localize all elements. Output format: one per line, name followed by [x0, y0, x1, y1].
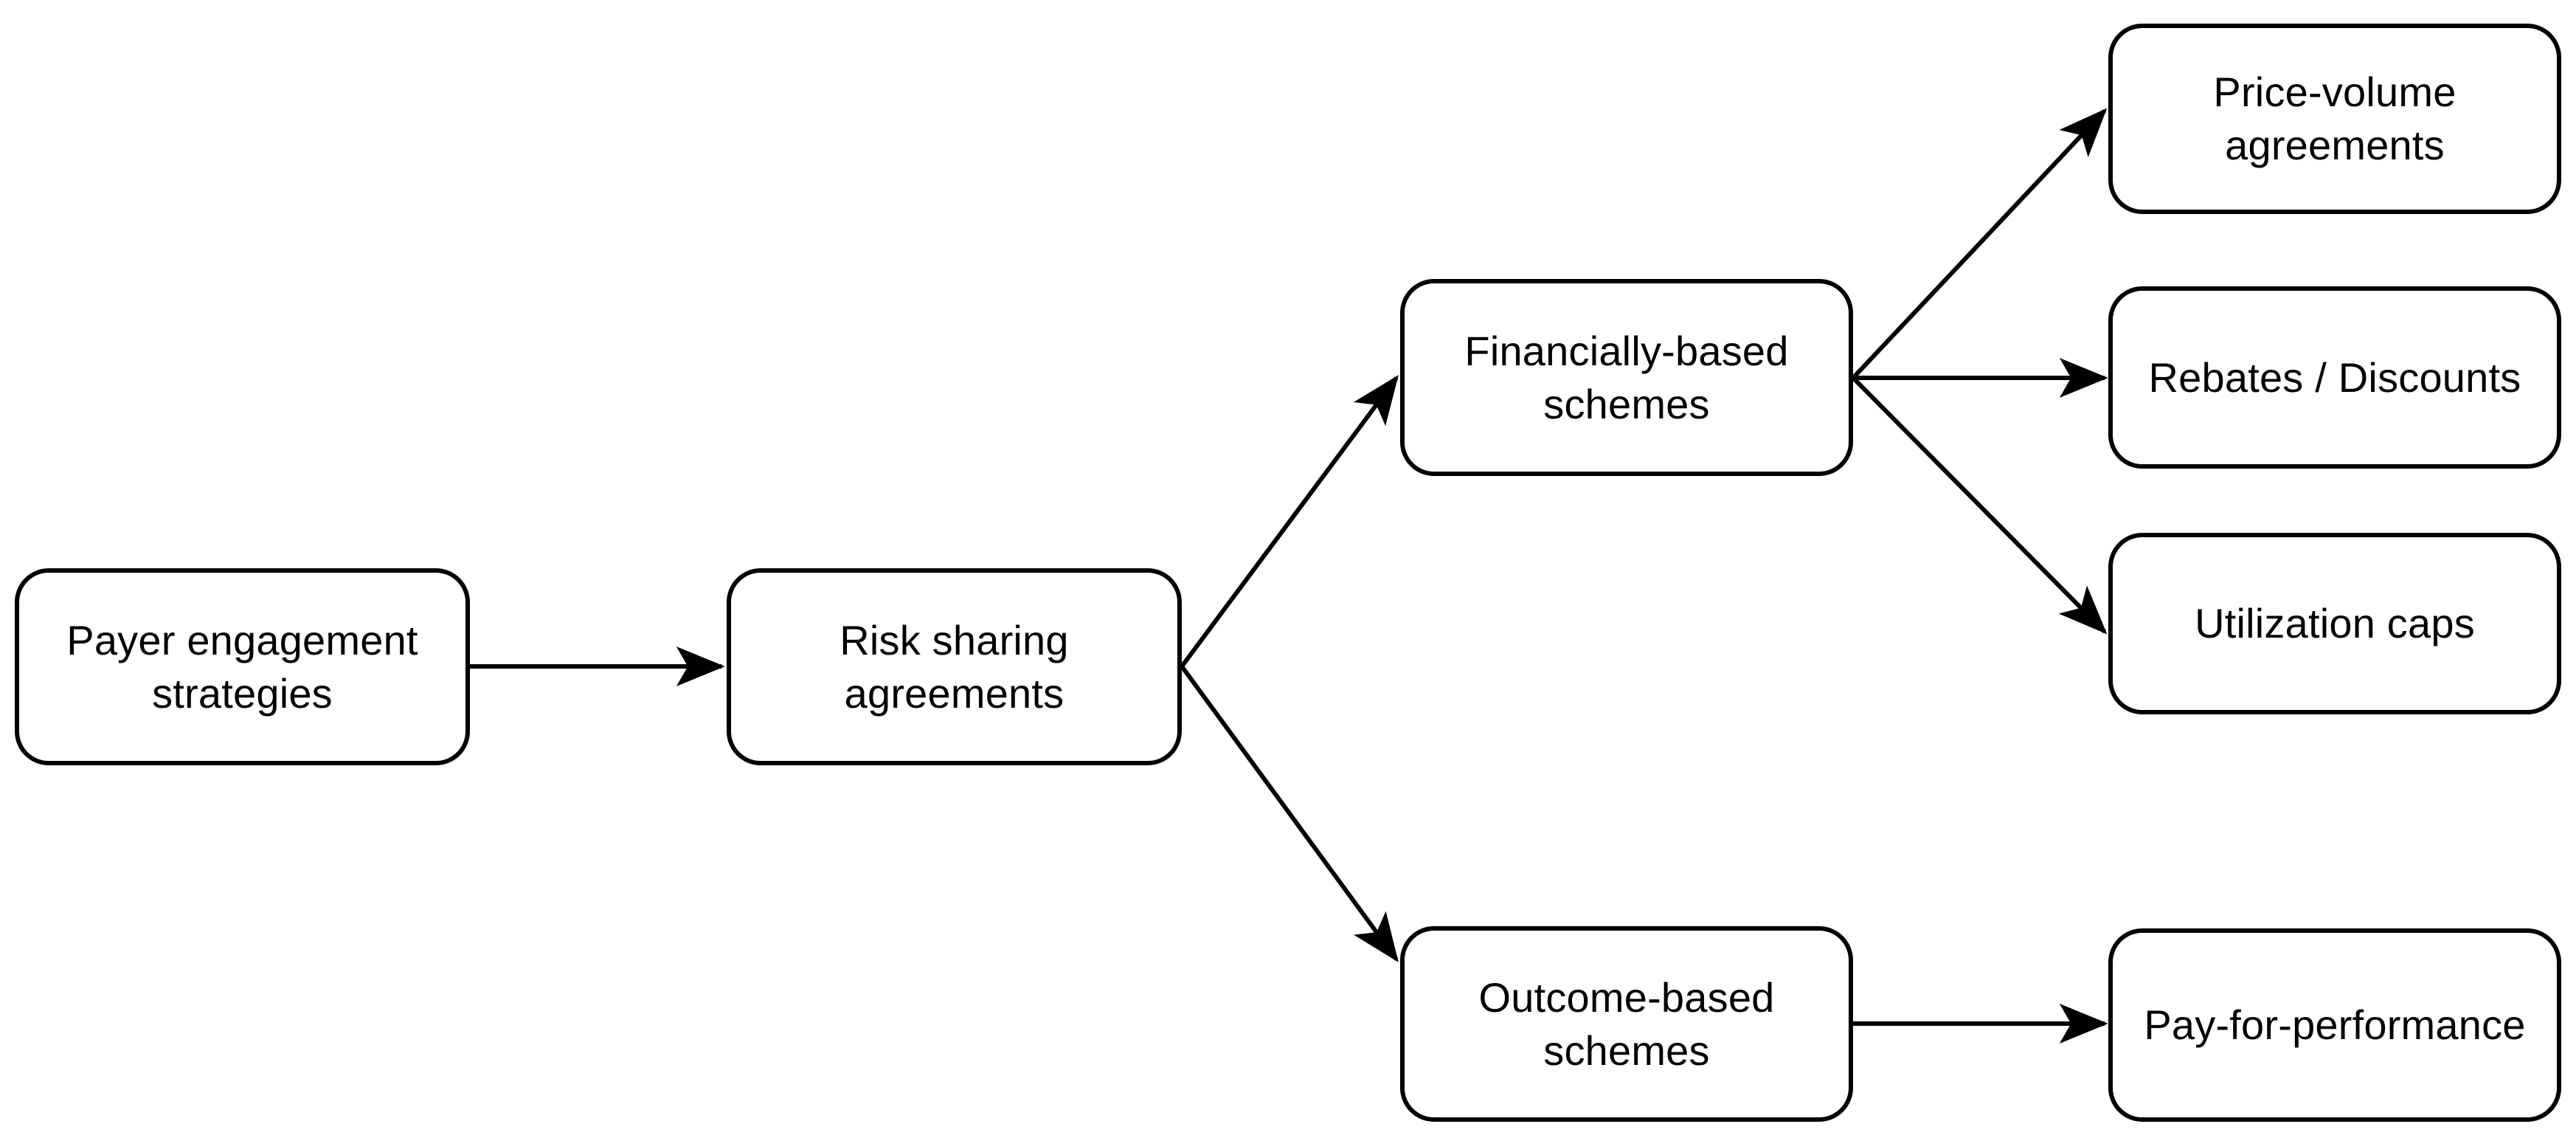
- node-outcome-based-schemes[interactable]: Outcome-based schemes: [1400, 926, 1853, 1122]
- node-label: Pay-for-performance: [2144, 1001, 2526, 1049]
- edge-financial-to-price-volume: [1851, 108, 2108, 380]
- node-label: Risk sharing agreements: [839, 616, 1069, 717]
- node-label: Outcome-based schemes: [1478, 973, 1775, 1074]
- edge-risk-to-outcome: [1180, 665, 1399, 962]
- node-price-volume-agreements[interactable]: Price-volume agreements: [2108, 24, 2561, 214]
- edge-risk-to-financial: [1180, 375, 1399, 668]
- edge-financial-to-utilization: [1851, 376, 2108, 635]
- node-rebates-discounts[interactable]: Rebates / Discounts: [2108, 286, 2561, 469]
- node-payer-engagement-strategies[interactable]: Payer engagement strategies: [15, 568, 470, 765]
- node-pay-for-performance[interactable]: Pay-for-performance: [2108, 928, 2561, 1122]
- node-utilization-caps[interactable]: Utilization caps: [2108, 533, 2561, 714]
- node-financially-based-schemes[interactable]: Financially-based schemes: [1400, 279, 1853, 476]
- node-label: Payer engagement strategies: [66, 616, 418, 717]
- node-label: Rebates / Discounts: [2148, 354, 2521, 401]
- node-label: Financially-based schemes: [1464, 327, 1789, 427]
- node-label: Utilization caps: [2195, 600, 2475, 647]
- node-label: Price-volume agreements: [2213, 69, 2456, 168]
- node-risk-sharing-agreements[interactable]: Risk sharing agreements: [727, 568, 1182, 765]
